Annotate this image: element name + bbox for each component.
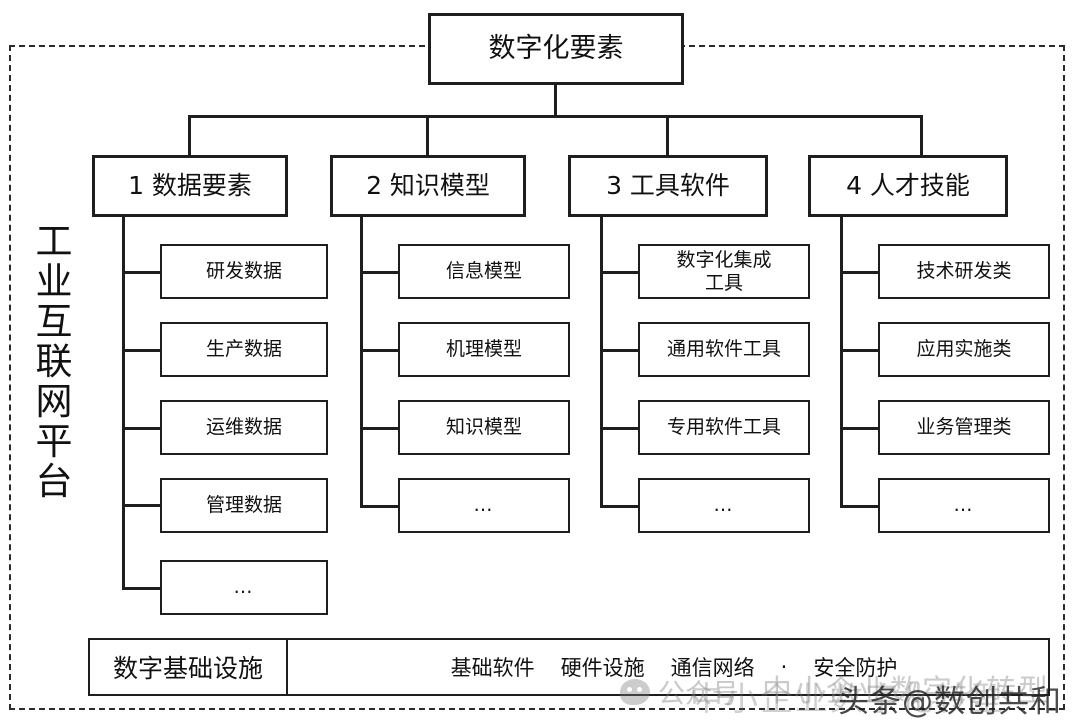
leaf-node-4-4-ellipsis[interactable]: … [878, 478, 1050, 533]
spine-category-3 [600, 217, 603, 507]
leaf-node-1-4[interactable]: 管理数据 [160, 478, 328, 533]
root-node-digital-elements[interactable]: 数字化要素 [428, 13, 684, 85]
category-node-3[interactable]: 3 工具软件 [568, 155, 768, 217]
leaf-node-1-5-ellipsis[interactable]: … [160, 560, 328, 615]
spine-category-1 [122, 217, 125, 589]
infra-item-1[interactable]: 基础软件 [450, 656, 535, 680]
stub-3-2 [600, 349, 640, 352]
leaf-node-2-1[interactable]: 信息模型 [398, 244, 570, 299]
infra-separator: · [780, 655, 788, 679]
spine-category-4 [840, 217, 843, 507]
stub-2-1 [360, 271, 400, 274]
infra-item-3[interactable]: 通信网络 [670, 656, 755, 680]
stub-1-4 [122, 504, 162, 507]
stub-3-3 [600, 427, 640, 430]
category-node-4[interactable]: 4 人才技能 [808, 155, 1008, 217]
stub-4-2 [840, 349, 880, 352]
connector-drop-4 [920, 115, 923, 155]
stub-3-4 [600, 505, 640, 508]
category-node-2[interactable]: 2 知识模型 [330, 155, 526, 217]
leaf-node-1-3[interactable]: 运维数据 [160, 400, 328, 455]
infrastructure-label[interactable]: 数字基础设施 [88, 638, 288, 696]
leaf-node-3-3[interactable]: 专用软件工具 [638, 400, 810, 455]
stub-1-5 [122, 587, 162, 590]
connector-bus [188, 115, 922, 118]
connector-drop-1 [188, 115, 191, 155]
leaf-node-4-3[interactable]: 业务管理类 [878, 400, 1050, 455]
stub-4-3 [840, 427, 880, 430]
stub-1-1 [122, 271, 162, 274]
leaf-node-4-2[interactable]: 应用实施类 [878, 322, 1050, 377]
stub-2-3 [360, 427, 400, 430]
spine-category-2 [360, 217, 363, 507]
leaf-node-3-4-ellipsis[interactable]: … [638, 478, 810, 533]
stub-3-1 [600, 271, 640, 274]
stub-4-4 [840, 505, 880, 508]
category-node-1[interactable]: 1 数据要素 [92, 155, 288, 217]
stub-2-2 [360, 349, 400, 352]
leaf-node-1-1[interactable]: 研发数据 [160, 244, 328, 299]
stub-2-4 [360, 505, 400, 508]
leaf-node-1-2[interactable]: 生产数据 [160, 322, 328, 377]
stub-4-1 [840, 271, 880, 274]
leaf-node-2-2[interactable]: 机理模型 [398, 322, 570, 377]
leaf-node-4-1[interactable]: 技术研发类 [878, 244, 1050, 299]
leaf-node-3-1[interactable]: 数字化集成 工具 [638, 244, 810, 299]
stub-1-3 [122, 427, 162, 430]
infrastructure-items: 基础软件 硬件设施 通信网络 · 安全防护 [241, 652, 898, 682]
leaf-node-2-4-ellipsis[interactable]: … [398, 478, 570, 533]
stub-1-2 [122, 349, 162, 352]
connector-root-drop [554, 85, 557, 116]
connector-drop-3 [666, 115, 669, 155]
infra-item-4[interactable]: 安全防护 [813, 656, 898, 680]
connector-drop-2 [426, 115, 429, 155]
platform-vertical-label: 工业互联网平台 [35, 220, 73, 503]
leaf-node-2-3[interactable]: 知识模型 [398, 400, 570, 455]
infra-item-2[interactable]: 硬件设施 [560, 656, 645, 680]
leaf-node-3-2[interactable]: 通用软件工具 [638, 322, 810, 377]
